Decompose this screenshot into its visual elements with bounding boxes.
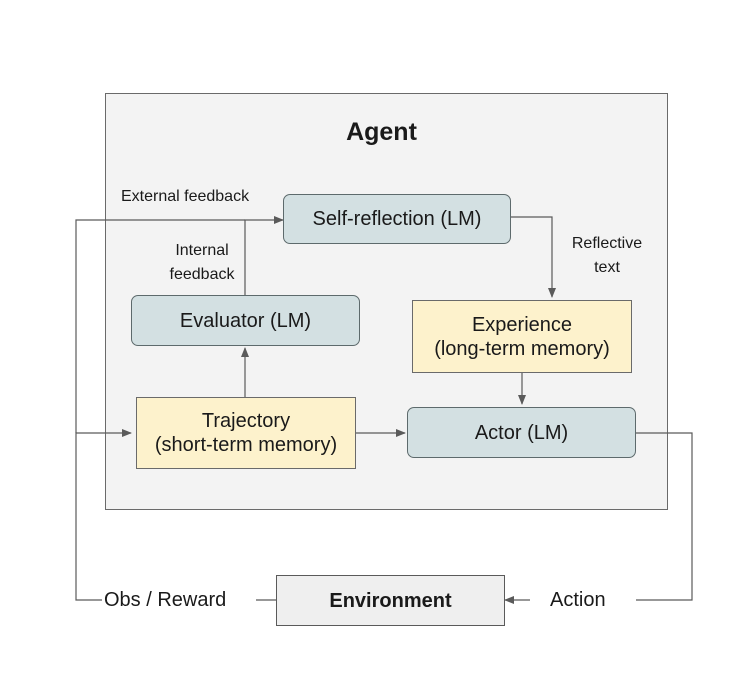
edge-obs-reward [75,429,132,601]
experience-node: Experience (long-term memory) [412,300,632,373]
trajectory-title: Trajectory [201,410,291,432]
edge-external-feedback [75,219,245,433]
reflective-text-label: Reflective text [560,232,654,280]
obs-reward-label: Obs / Reward [102,588,229,612]
reflective-text-line1: Reflective [571,235,643,252]
reflective-text-line2: text [594,259,620,276]
evaluator-label: Evaluator (LM) [179,309,312,332]
experience-title: Experience [471,313,573,336]
agent-title: Agent [346,118,417,146]
environment-label: Environment [329,589,452,612]
evaluator-node: Evaluator (LM) [131,295,360,346]
edge-evaluator-to-self-reflection [244,216,284,295]
experience-subtitle: (long-term memory) [434,337,610,360]
internal-feedback-label: Internal feedback [160,239,244,287]
internal-feedback-line2: feedback [169,266,235,283]
self-reflection-label: Self-reflection (LM) [312,208,482,230]
self-reflection-node: Self-reflection (LM) [283,194,511,244]
environment-node: Environment [276,575,505,626]
edge-self-reflection-to-experience [511,216,556,298]
external-feedback-label: External feedback [121,188,250,205]
trajectory-node: Trajectory (short-term memory) [136,397,356,469]
actor-node: Actor (LM) [407,407,636,458]
internal-feedback-line1: Internal [175,242,229,259]
action-label: Action [548,588,608,612]
edge-action [636,432,693,601]
actor-label: Actor (LM) [474,421,569,444]
trajectory-subtitle: (short-term memory) [154,434,338,456]
